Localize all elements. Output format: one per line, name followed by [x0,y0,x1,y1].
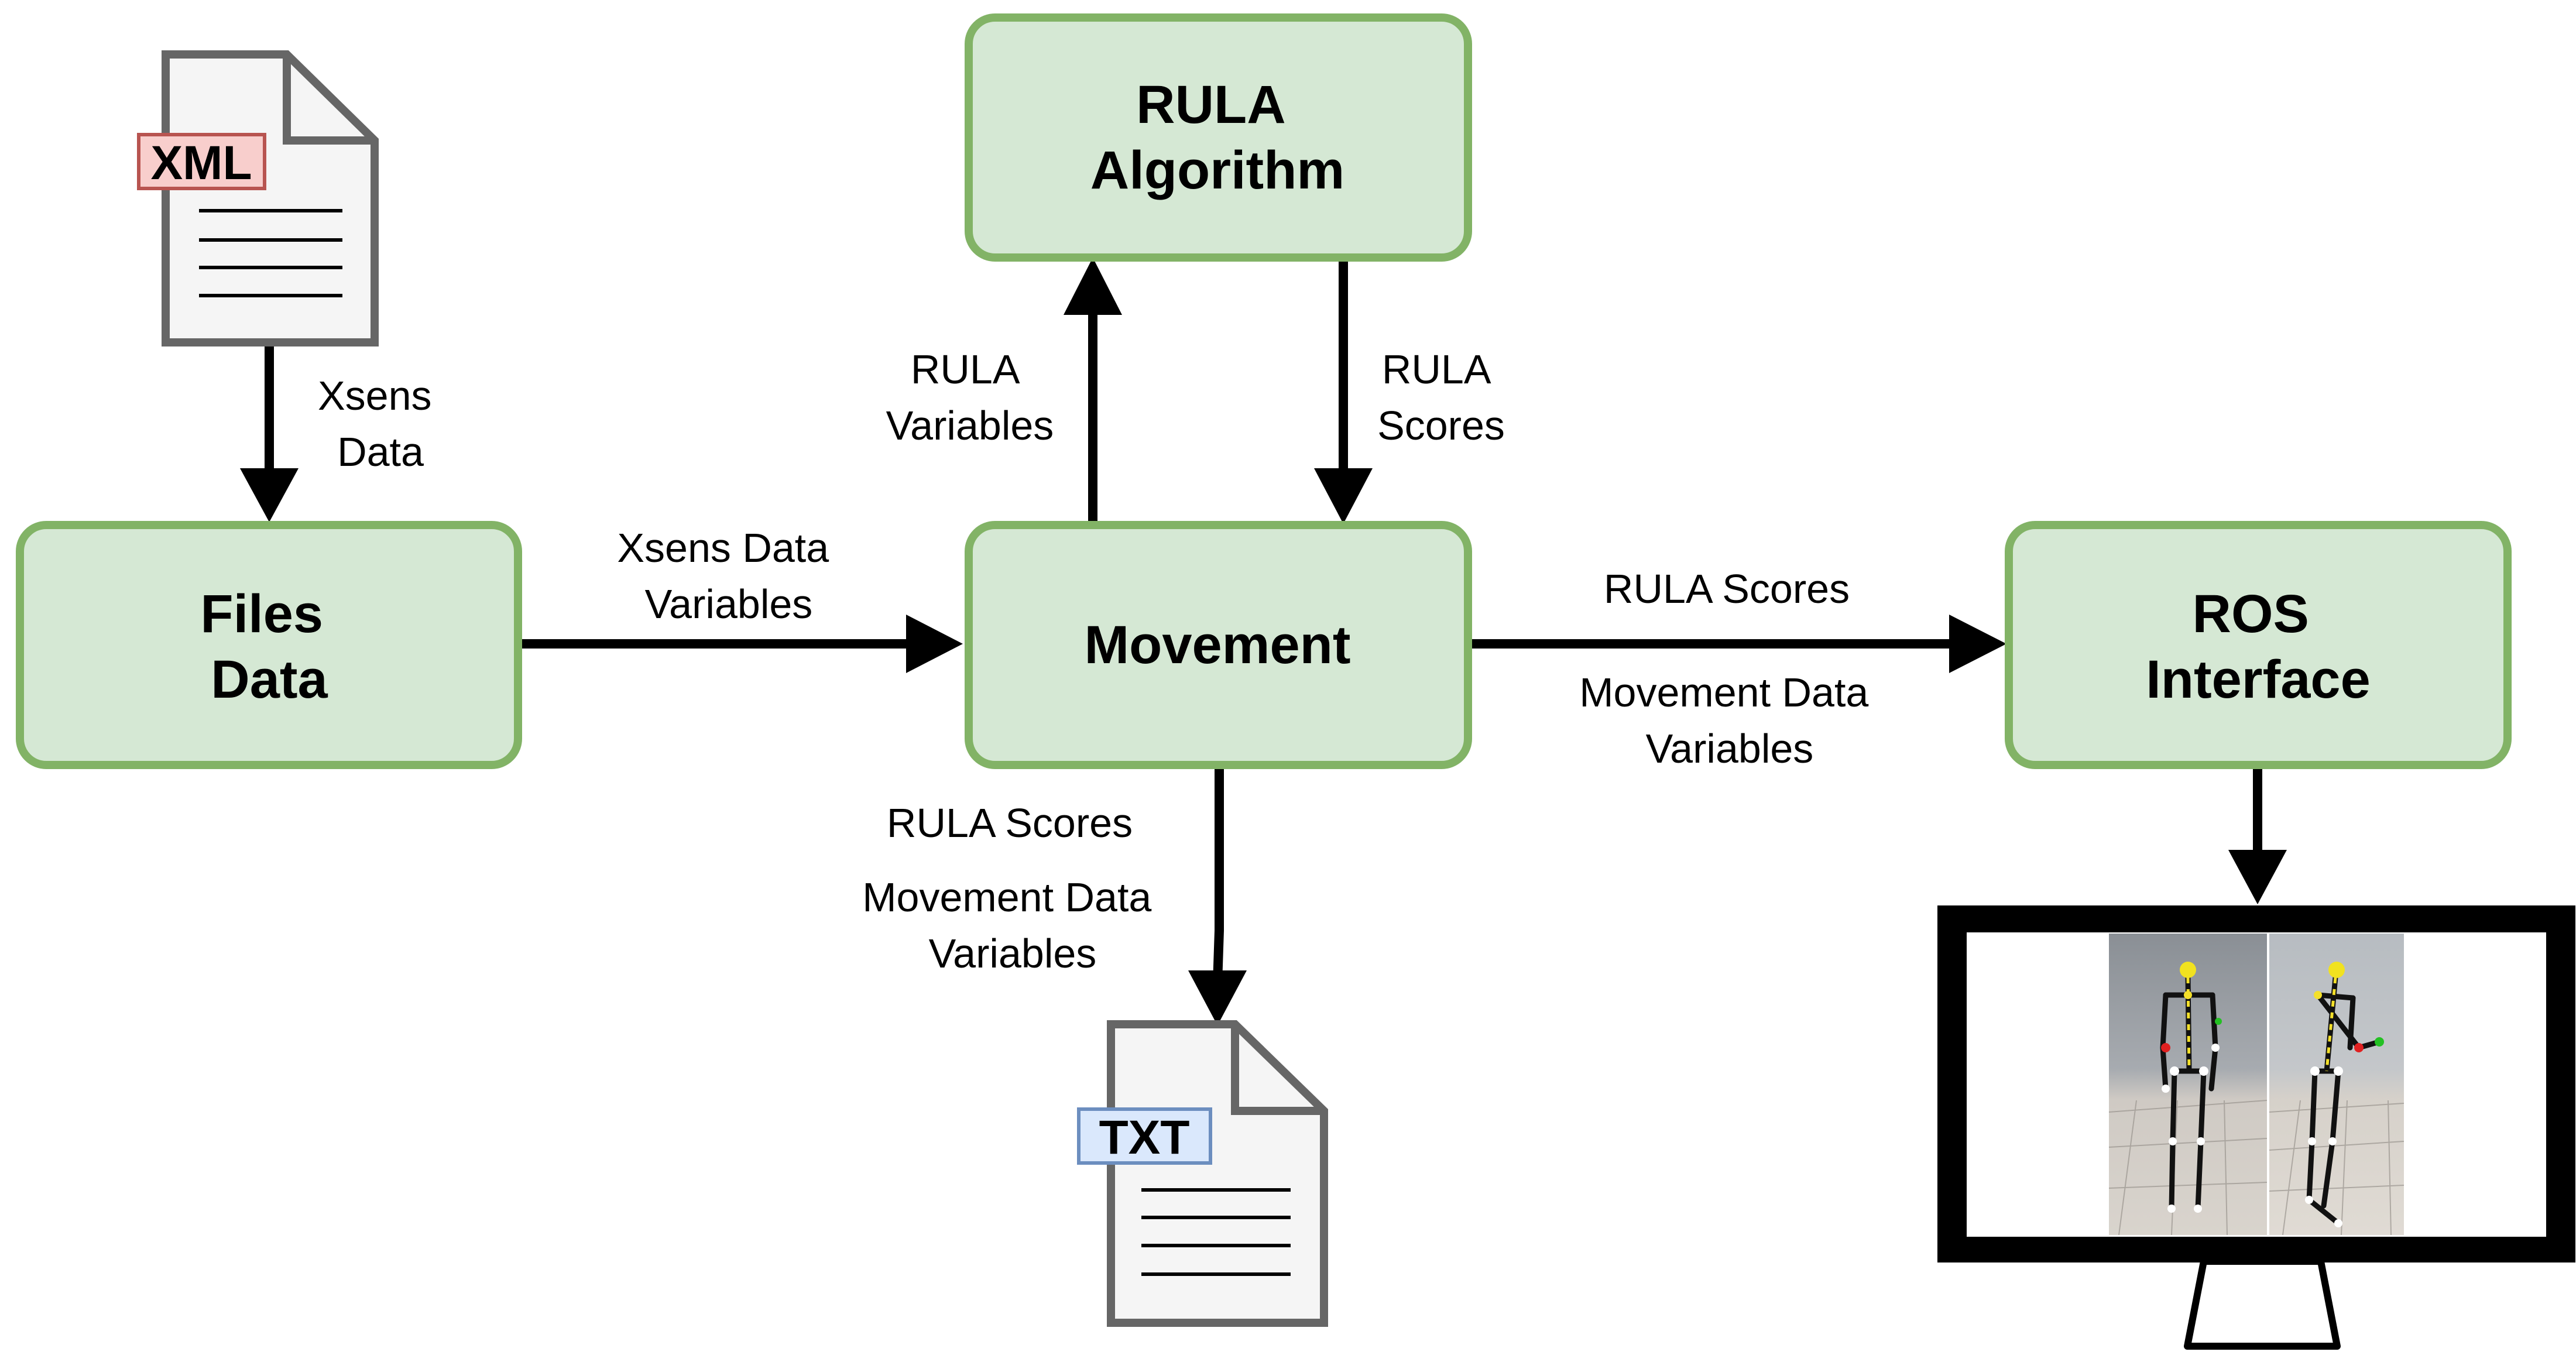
monitor-icon [1937,905,2575,1350]
edge-files-to-movement [518,615,963,673]
node-files-data: Files Data [16,521,522,769]
node-files-data-label: Files Data [200,584,338,709]
edge-label-txt-movement-data: Movement Data Variables [862,874,1163,976]
txt-file-document-icon: TXT [1077,1020,1328,1327]
node-movement: Movement [965,521,1472,769]
edge-label-ros-rula-scores: RULA Scores [1604,566,1850,612]
xml-file-document-icon: XML [137,50,379,346]
txt-tag: TXT [1077,1107,1212,1165]
edge-label-ros-movement-data: Movement Data Variables [1579,670,1880,771]
edge-movement-to-rula [1064,258,1122,524]
edge-ros-to-monitor [2228,764,2287,904]
edge-label-xsens-data: Xsens Data [318,373,443,475]
edge-movement-to-ros [1468,615,2006,673]
edge-rula-to-movement [1314,258,1373,524]
edge-movement-to-txt [1188,764,1247,1025]
edge-xml-to-files [240,345,299,522]
edge-label-rula-variables: RULA Variables [886,346,1054,448]
node-rula-algorithm: RULA Algorithm [965,13,1472,262]
node-movement-label: Movement [1085,615,1351,675]
edge-label-txt-rula-scores: RULA Scores [887,800,1133,846]
svg-text:XML: XML [150,136,252,190]
skeleton-view-right [2269,934,2405,1236]
node-ros-interface-label: ROS Interface [2146,584,2371,709]
edge-label-xsens-data-variables: Xsens Data Variables [617,525,840,627]
svg-text:TXT: TXT [1099,1111,1190,1164]
node-rula-algorithm-label: RULA Algorithm [1090,75,1344,200]
skeleton-view-left [2108,934,2268,1236]
xml-tag: XML [137,133,266,190]
node-ros-interface: ROS Interface [2005,521,2512,769]
edge-label-rula-scores: RULA Scores [1377,346,1505,448]
